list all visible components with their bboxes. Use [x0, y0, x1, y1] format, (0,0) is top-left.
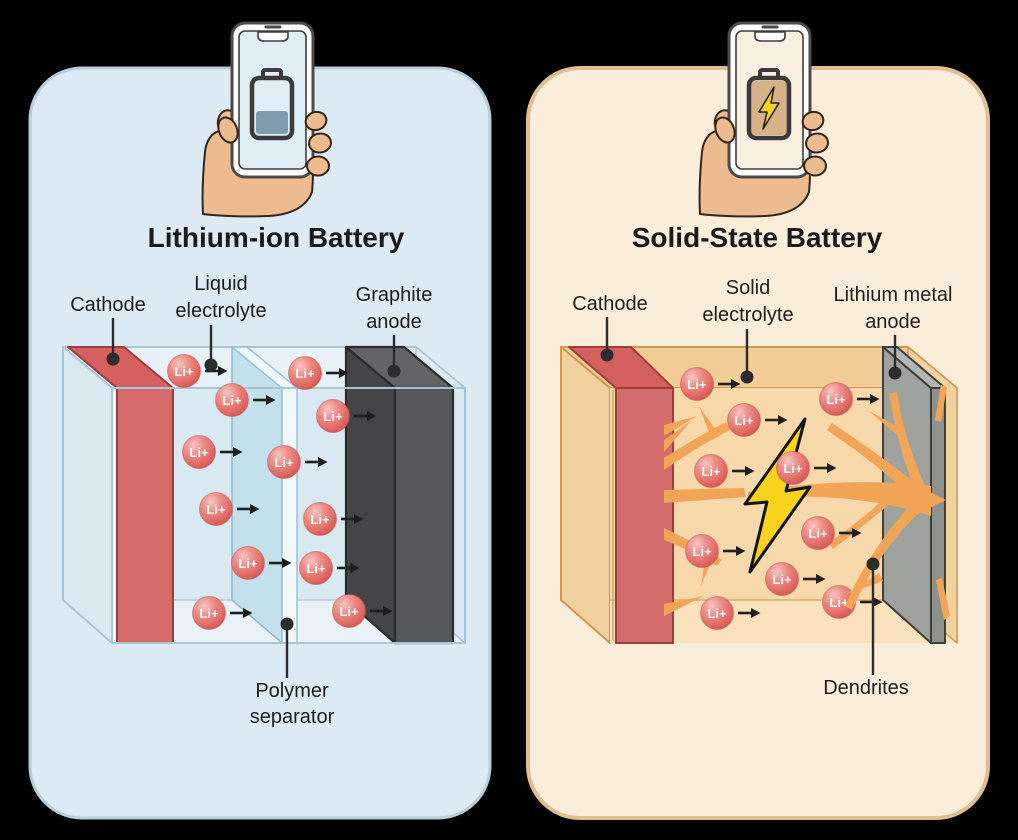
li-ion-label: Li+: [734, 413, 754, 428]
label-polymer-separator: Polymer: [255, 680, 329, 702]
ion-layer: Li+ Li+: [694, 454, 883, 619]
hand-holding-smartphone-icon: [201, 21, 332, 218]
phone-notch: [754, 31, 786, 42]
label-lithium-metal-anode: Lithium metal: [834, 284, 953, 306]
label-cathode: Cathode: [70, 294, 146, 316]
lightning-bolt-icon: [758, 86, 780, 130]
li-ion-label: Li+: [310, 512, 330, 527]
li-ion-particle: Li+: [694, 454, 755, 488]
li-ion-label: Li+: [295, 366, 315, 381]
li-ion-label: Li+: [692, 544, 712, 559]
li-ion-label: Li+: [772, 572, 792, 587]
li-ion-label: Li+: [222, 393, 242, 408]
li-ion-particle: Li+: [316, 399, 377, 433]
li-ion-particle: Li+: [776, 451, 837, 485]
svg-text:separator: separator: [250, 706, 335, 728]
solid-state-panel: Solid-State Battery Li+ Li+: [526, 21, 990, 820]
li-ion-label: Li+: [783, 461, 803, 476]
li-ion-particle: Li+: [332, 594, 393, 628]
li-ion-label: Li+: [323, 409, 343, 424]
li-ion-label: Li+: [826, 392, 846, 407]
smartphone-icon: [230, 21, 315, 179]
label-cathode: Cathode: [572, 293, 648, 315]
ion-layer: Li+ Li+ Li+ Li+ Li+ Li+ Li+ Li+: [680, 367, 880, 630]
label-solid-electrolyte: Solid: [726, 277, 770, 299]
li-ion-particle: Li+: [231, 546, 292, 580]
label-liquid-electrolyte: Liquid: [194, 273, 247, 295]
li-ion-label: Li+: [808, 526, 828, 541]
li-ion-particle: Li+: [199, 492, 260, 526]
li-ion-particle: Li+: [680, 367, 741, 401]
li-ion-particle: Li+: [299, 551, 360, 585]
li-ion-particle: Li+: [215, 383, 276, 417]
li-ion-label: Li+: [189, 445, 209, 460]
ion-layer: Li+ Li+ Li+ Li+ Li+ Li+ Li+ Li+ Li+ Li+ Li+ Li+: [167, 354, 393, 630]
smartphone-icon: [727, 21, 812, 179]
li-ion-particle: Li+: [819, 382, 880, 416]
li-ion-particle: Li+: [700, 596, 761, 630]
box-front-outline: [111, 387, 466, 644]
li-ion-particle: Li+: [288, 356, 349, 390]
panel-title: Lithium-ion Battery: [148, 222, 405, 253]
box-left-face: [560, 346, 611, 644]
li-ion-label: Li+: [274, 455, 294, 470]
phone-notch: [257, 31, 289, 42]
pointer-dot: [866, 557, 880, 571]
svg-text:electrolyte: electrolyte: [702, 304, 793, 326]
li-ion-particle: Li+: [192, 596, 253, 630]
li-ion-particle: Li+: [303, 502, 364, 536]
fingers: [217, 110, 332, 177]
box-bottom-face: [610, 600, 957, 643]
li-ion-label: Li+: [701, 464, 721, 479]
li-ion-label: Li+: [199, 606, 219, 621]
li-ion-label: Li+: [174, 364, 194, 379]
li-ion-particle: Li+: [727, 403, 788, 437]
annotations: Cathode Solid electrolyte Lithium metal …: [572, 277, 952, 699]
pointer-dot: [106, 352, 120, 366]
li-ion-particle: Li+: [267, 445, 328, 479]
box-front-left-sliver: [112, 388, 117, 643]
svg-text:anode: anode: [865, 311, 921, 333]
li-ion-label: Li+: [707, 606, 727, 621]
battery-terminal: [261, 68, 283, 80]
li-ion-label: Li+: [339, 604, 359, 619]
lithium-ion-panel: Lithium-ion Battery: [28, 21, 492, 820]
li-ion-label: Li+: [206, 502, 226, 517]
svg-text:anode: anode: [366, 311, 422, 333]
li-ion-particle: Li+: [822, 585, 883, 619]
battery-terminal: [758, 68, 780, 80]
li-ion-label: Li+: [306, 561, 326, 576]
svg-text:electrolyte: electrolyte: [175, 300, 266, 322]
box-left-face: [62, 346, 113, 644]
phone-screen: [238, 30, 307, 170]
li-ion-label: Li+: [238, 556, 258, 571]
lithium-ion-cell-diagram: [62, 345, 466, 645]
annotations: Cathode Liquid electrolyte Graphite anod…: [70, 273, 432, 728]
pointer-dot: [888, 366, 902, 380]
pointer-dot: [387, 364, 401, 378]
li-ion-particle: Li+: [765, 562, 826, 596]
battery-fill-level: [256, 111, 288, 134]
pointer-dot: [740, 370, 754, 384]
pointer-dot: [204, 358, 218, 372]
label-graphite-anode: Graphite: [356, 284, 433, 306]
label-dendrites: Dendrites: [823, 677, 909, 699]
graphite-anode-slab: [344, 345, 455, 645]
pointer-dot: [600, 348, 614, 362]
li-ion-label: Li+: [687, 377, 707, 392]
li-ion-particle: Li+: [801, 516, 862, 550]
li-ion-particle: Li+: [167, 354, 228, 388]
li-ion-particle: Li+: [685, 534, 746, 568]
li-ion-label: Li+: [829, 595, 849, 610]
cathode-slab: [568, 346, 674, 644]
hand-holding-smartphone-icon: [698, 21, 831, 218]
pointer-dot: [280, 617, 294, 631]
li-ion-particle: Li+: [182, 435, 243, 469]
panel-title: Solid-State Battery: [632, 222, 883, 253]
battery-low-icon: [249, 68, 295, 141]
battery-charging-bolt-icon: [746, 68, 792, 141]
